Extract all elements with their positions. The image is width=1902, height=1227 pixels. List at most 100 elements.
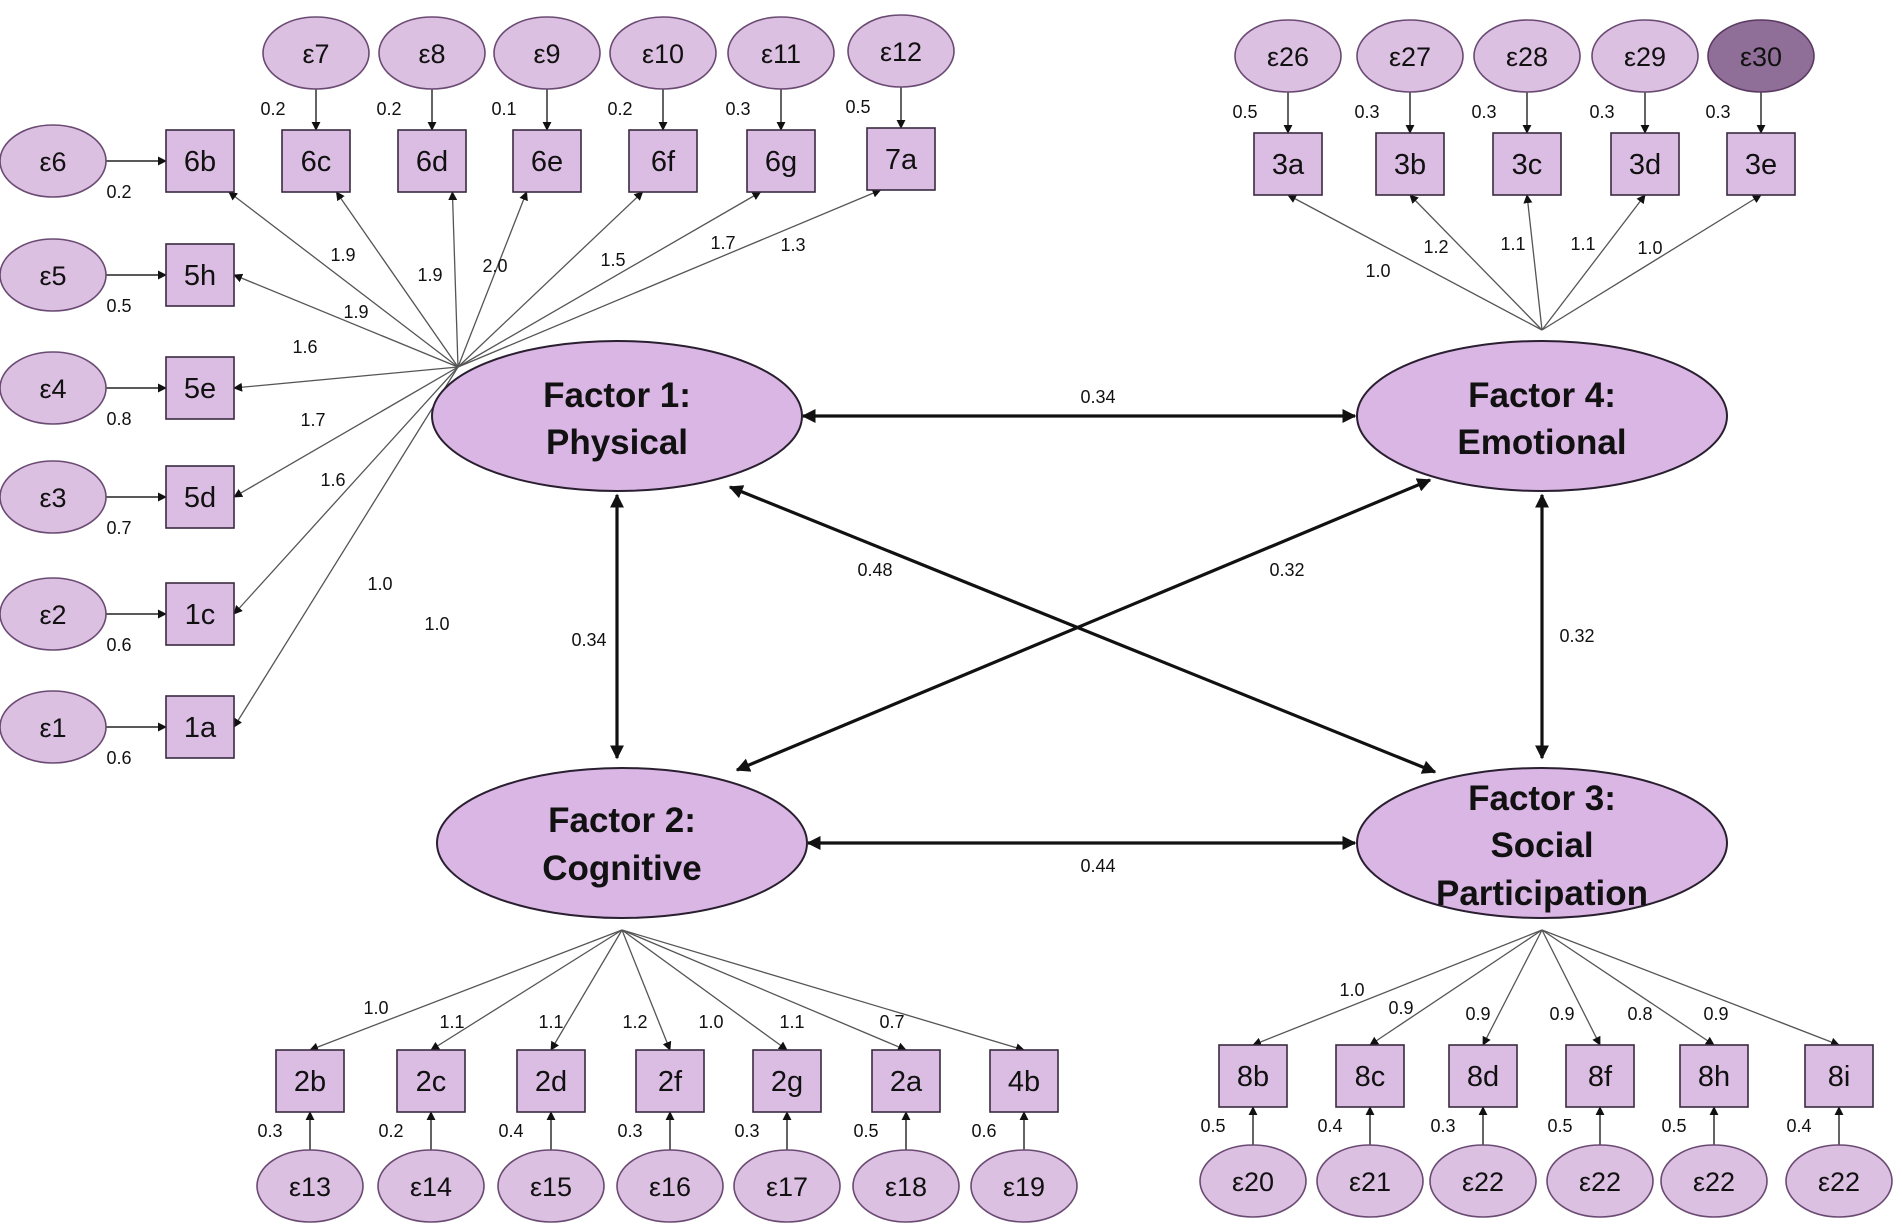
item-node-4b: 4b	[989, 1049, 1059, 1113]
loading-path-6e	[457, 191, 528, 368]
loading-path-3b	[1409, 194, 1543, 331]
error-label: ε18	[885, 1172, 927, 1202]
item-box	[871, 1049, 941, 1113]
item-node-7a: 7a	[866, 127, 936, 191]
item-box	[1335, 1044, 1405, 1108]
error-label: ε11	[761, 39, 801, 69]
item-label: 7a	[885, 144, 918, 176]
error-node-3b: ε27	[1356, 19, 1464, 93]
error-variance-3c: 0.3	[1471, 102, 1496, 122]
error-ellipse	[1591, 19, 1699, 93]
correlation-value-F1-F3: 0.48	[857, 560, 892, 580]
item-node-5h: 5h	[165, 243, 235, 307]
error-ellipse	[0, 460, 107, 534]
error-variance-3e: 0.3	[1705, 102, 1730, 122]
item-node-1c: 1c	[165, 582, 235, 646]
error-variance-1a: 0.6	[106, 748, 131, 768]
error-label: ε7	[302, 39, 329, 69]
item-label: 2b	[294, 1066, 326, 1098]
factor-label-line: Factor 3:	[1468, 779, 1616, 818]
loading-value-2c: 1.1	[439, 1012, 464, 1032]
error-variance-6e: 0.1	[491, 99, 516, 119]
error-variance-1c: 0.6	[106, 635, 131, 655]
loading-value-2a: 1.1	[779, 1012, 804, 1032]
error-label: ε22	[1579, 1167, 1621, 1197]
loading-path-3a	[1287, 194, 1543, 331]
error-ellipse	[0, 577, 107, 651]
error-node-6e: ε9	[493, 16, 601, 90]
factor-ellipse	[1356, 767, 1728, 919]
factor-label-line: Social	[1490, 826, 1593, 865]
error-variance-3b: 0.3	[1354, 102, 1379, 122]
loading-value-3d: 1.1	[1570, 234, 1595, 254]
factor-node-F1: Factor 1:Physical	[431, 340, 803, 492]
error-ellipse	[0, 351, 107, 425]
item-label: 3c	[1512, 149, 1543, 181]
error-node-3d: ε29	[1591, 19, 1699, 93]
factor-label-line: Factor 4:	[1468, 376, 1616, 415]
loading-path-3c	[1523, 194, 1543, 331]
item-label: 3a	[1272, 149, 1305, 181]
error-node-2a: ε18	[852, 1149, 960, 1223]
error-label: ε9	[533, 39, 560, 69]
item-box	[1804, 1044, 1874, 1108]
loading-path-8i	[1541, 929, 1840, 1047]
error-label: ε14	[410, 1172, 452, 1202]
error-node-2c: ε14	[377, 1149, 485, 1223]
error-node-8d: ε22	[1429, 1144, 1537, 1218]
error-variance-6g: 0.3	[725, 99, 750, 119]
error-label: ε19	[1003, 1172, 1045, 1202]
item-label: 1c	[185, 599, 216, 631]
item-label: 5h	[184, 260, 216, 292]
item-box	[1253, 132, 1323, 196]
loading-value-2f: 1.2	[622, 1012, 647, 1032]
error-ellipse	[733, 1149, 841, 1223]
error-label: ε4	[39, 374, 66, 404]
item-label: 8d	[1467, 1061, 1499, 1093]
error-node-6c: ε7	[262, 16, 370, 90]
item-node-2f: 2f	[635, 1049, 705, 1113]
error-variance-6d: 0.2	[376, 99, 401, 119]
item-node-6e: 6e	[512, 129, 582, 193]
error-label: ε1	[39, 713, 66, 743]
item-label: 6g	[765, 146, 797, 178]
error-node-8i: ε22	[1785, 1144, 1893, 1218]
item-node-2c: 2c	[396, 1049, 466, 1113]
error-variance-2g: 0.3	[734, 1121, 759, 1141]
loading-path-5e	[233, 366, 459, 392]
error-variance-2d: 0.4	[498, 1121, 523, 1141]
item-node-6c: 6c	[281, 129, 351, 193]
loading-path-1a	[233, 366, 459, 728]
error-variance-2b: 0.3	[257, 1121, 282, 1141]
error-node-5h: ε5	[0, 238, 107, 312]
error-node-8h: ε22	[1660, 1144, 1768, 1218]
error-node-6d: ε8	[378, 16, 486, 90]
loading-path-6d	[448, 191, 459, 368]
item-box	[1375, 132, 1445, 196]
error-ellipse	[609, 16, 717, 90]
error-ellipse	[1316, 1144, 1424, 1218]
correlation-value-F1-F2: 0.34	[571, 630, 606, 650]
loading-path-8b	[1252, 929, 1543, 1047]
item-node-8b: 8b	[1218, 1044, 1288, 1108]
item-box	[281, 129, 351, 193]
correlation-value-F4-F3: 0.32	[1559, 626, 1594, 646]
loading-path-2g	[621, 929, 788, 1051]
item-label: 8h	[1698, 1061, 1730, 1093]
correlation-value-F2-F3: 0.44	[1080, 856, 1115, 876]
item-label: 3b	[1394, 149, 1426, 181]
error-variance-7a: 0.5	[845, 97, 870, 117]
loading-value-6e: 2.0	[482, 256, 507, 276]
item-box	[1679, 1044, 1749, 1108]
factor-label-line: Participation	[1436, 874, 1648, 913]
loading-value-8d: 0.9	[1465, 1004, 1490, 1024]
error-node-3e: ε30	[1707, 19, 1815, 93]
item-label: 5d	[184, 482, 216, 514]
error-variance-3d: 0.3	[1589, 102, 1614, 122]
item-label: 8i	[1828, 1061, 1851, 1093]
error-ellipse	[0, 124, 107, 198]
item-label: 2a	[890, 1066, 923, 1098]
item-box	[275, 1049, 345, 1113]
loading-value-2b: 1.0	[363, 998, 388, 1018]
